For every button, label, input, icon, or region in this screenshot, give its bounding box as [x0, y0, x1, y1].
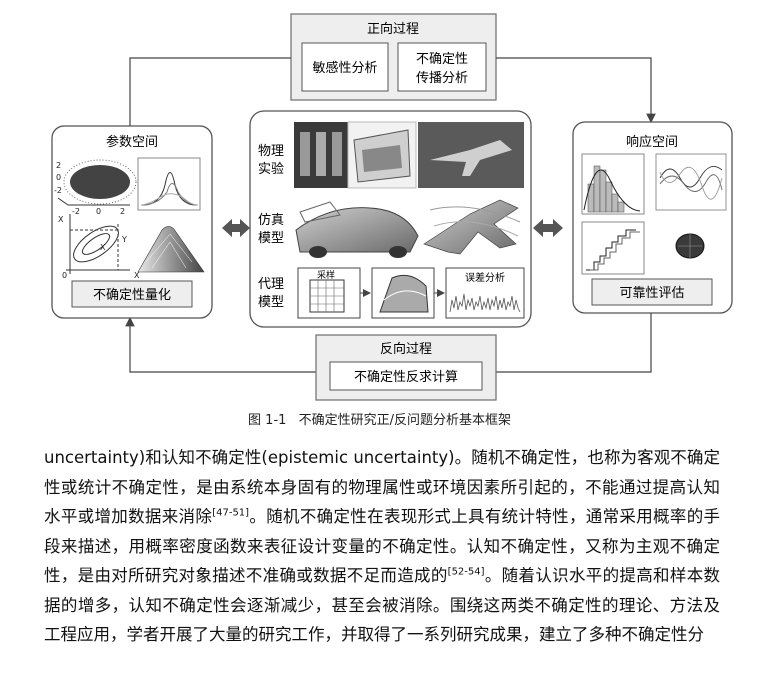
citation-52-54: [52-54]	[447, 566, 485, 578]
density-surface-image	[137, 226, 205, 273]
sensitivity-analysis-label: 敏感性分析	[312, 60, 377, 76]
svg-text:Y: Y	[121, 235, 127, 244]
reliability-footer-box	[591, 278, 713, 306]
svg-text:-2: -2	[54, 186, 62, 195]
svg-text:X: X	[134, 271, 140, 280]
cdf-steps-image	[581, 221, 645, 275]
error-analysis-label: 误差分析	[465, 271, 505, 284]
inverse-calculation-label: 不确定性反求计算	[354, 370, 458, 385]
row3-label-line2: 模型	[258, 295, 284, 310]
wind-tunnel-photo	[294, 122, 348, 188]
aircraft-photo	[418, 122, 524, 188]
row1-label-line1: 物理	[258, 144, 284, 159]
body-paragraph: uncertainty)和认知不确定性(epistemic uncertaint…	[44, 443, 720, 650]
scatter-plot-image	[57, 159, 137, 206]
vehicle-sim-image	[295, 201, 419, 258]
svg-text:X: X	[100, 243, 106, 252]
sensitivity-analysis-box	[301, 42, 389, 92]
response-space-panel: 响应空间 可靠性评估	[572, 121, 733, 314]
figure-caption: 图 1-1 不确定性研究正/反问题分析基本框架	[0, 409, 759, 428]
model-panel: 物理 实验 仿真 模型 代理 模型	[249, 110, 532, 328]
parameter-space-panel: 参数空间 2	[51, 125, 213, 319]
inverse-calculation-box	[329, 361, 483, 391]
svg-text:X: X	[58, 215, 64, 224]
svg-text:0: 0	[62, 271, 67, 280]
body-text-part3: 。随着认识水平的提高和样本数据的增多，认知不确定性会逐渐减少，甚至会被消除。围绕…	[44, 566, 721, 644]
double-arrow-left	[222, 219, 250, 237]
uncertainty-propagation-line1: 不确定性	[416, 52, 468, 67]
test-rig-photo	[347, 121, 417, 189]
joint-distribution-image	[66, 214, 130, 274]
reliability-footer-label: 可靠性评估	[619, 286, 684, 301]
uq-footer-label: 不确定性量化	[93, 288, 171, 303]
backward-process-title: 反向过程	[380, 341, 432, 357]
response-surface-image	[371, 267, 435, 319]
citation-47-51: [47-51]	[212, 507, 250, 519]
fighter-sim-image	[423, 199, 521, 255]
backward-process-panel: 反向过程 不确定性反求计算	[315, 334, 497, 401]
uncertainty-propagation-line2: 传播分析	[416, 71, 468, 86]
uncertainty-propagation-box	[397, 42, 487, 92]
row2-label-line1: 仿真	[258, 213, 284, 228]
row2-label-line2: 模型	[258, 231, 284, 246]
double-arrow-right	[533, 219, 563, 237]
row1-label-line2: 实验	[258, 161, 284, 177]
pdf-curves-image	[137, 157, 201, 211]
framework-figure: 正向过程 敏感性分析 不确定性 传播分析 参数空间	[51, 13, 733, 401]
svg-text:2: 2	[120, 207, 125, 216]
response-space-title: 响应空间	[626, 134, 678, 150]
svg-text:2: 2	[56, 161, 61, 170]
histogram-image	[581, 153, 645, 215]
parameter-space-title: 参数空间	[106, 134, 158, 150]
svg-text:0: 0	[56, 173, 61, 182]
body-text-part1: uncertainty)和认知不确定性(epistemic uncertaint…	[44, 448, 720, 526]
body-text-part2: 。随机不确定性在表现形式上具有统计特性，通常采用概率的手段来描述，用概率密度函数…	[44, 507, 721, 585]
error-analysis-image: 误差分析	[445, 267, 525, 319]
row3-label-line1: 代理	[258, 277, 284, 292]
sampling-label: 采样	[317, 269, 335, 281]
uq-footer-box	[71, 280, 193, 308]
forward-process-panel: 正向过程 敏感性分析 不确定性 传播分析	[290, 13, 497, 101]
response-curves-image	[655, 153, 727, 211]
sampling-grid-image: 采样	[297, 267, 361, 319]
figure-number: 图 1-1	[248, 413, 287, 428]
svg-text:-2: -2	[72, 207, 80, 216]
forward-process-title: 正向过程	[367, 21, 419, 37]
figure-caption-text: 不确定性研究正/反问题分析基本框架	[298, 413, 511, 428]
reliability-ball-image	[675, 233, 705, 259]
svg-text:0: 0	[96, 207, 101, 216]
axis-tick-labels: 2 0 -2 -2 0 2 X Y X X 0	[54, 161, 140, 280]
process-arrows	[125, 57, 656, 373]
